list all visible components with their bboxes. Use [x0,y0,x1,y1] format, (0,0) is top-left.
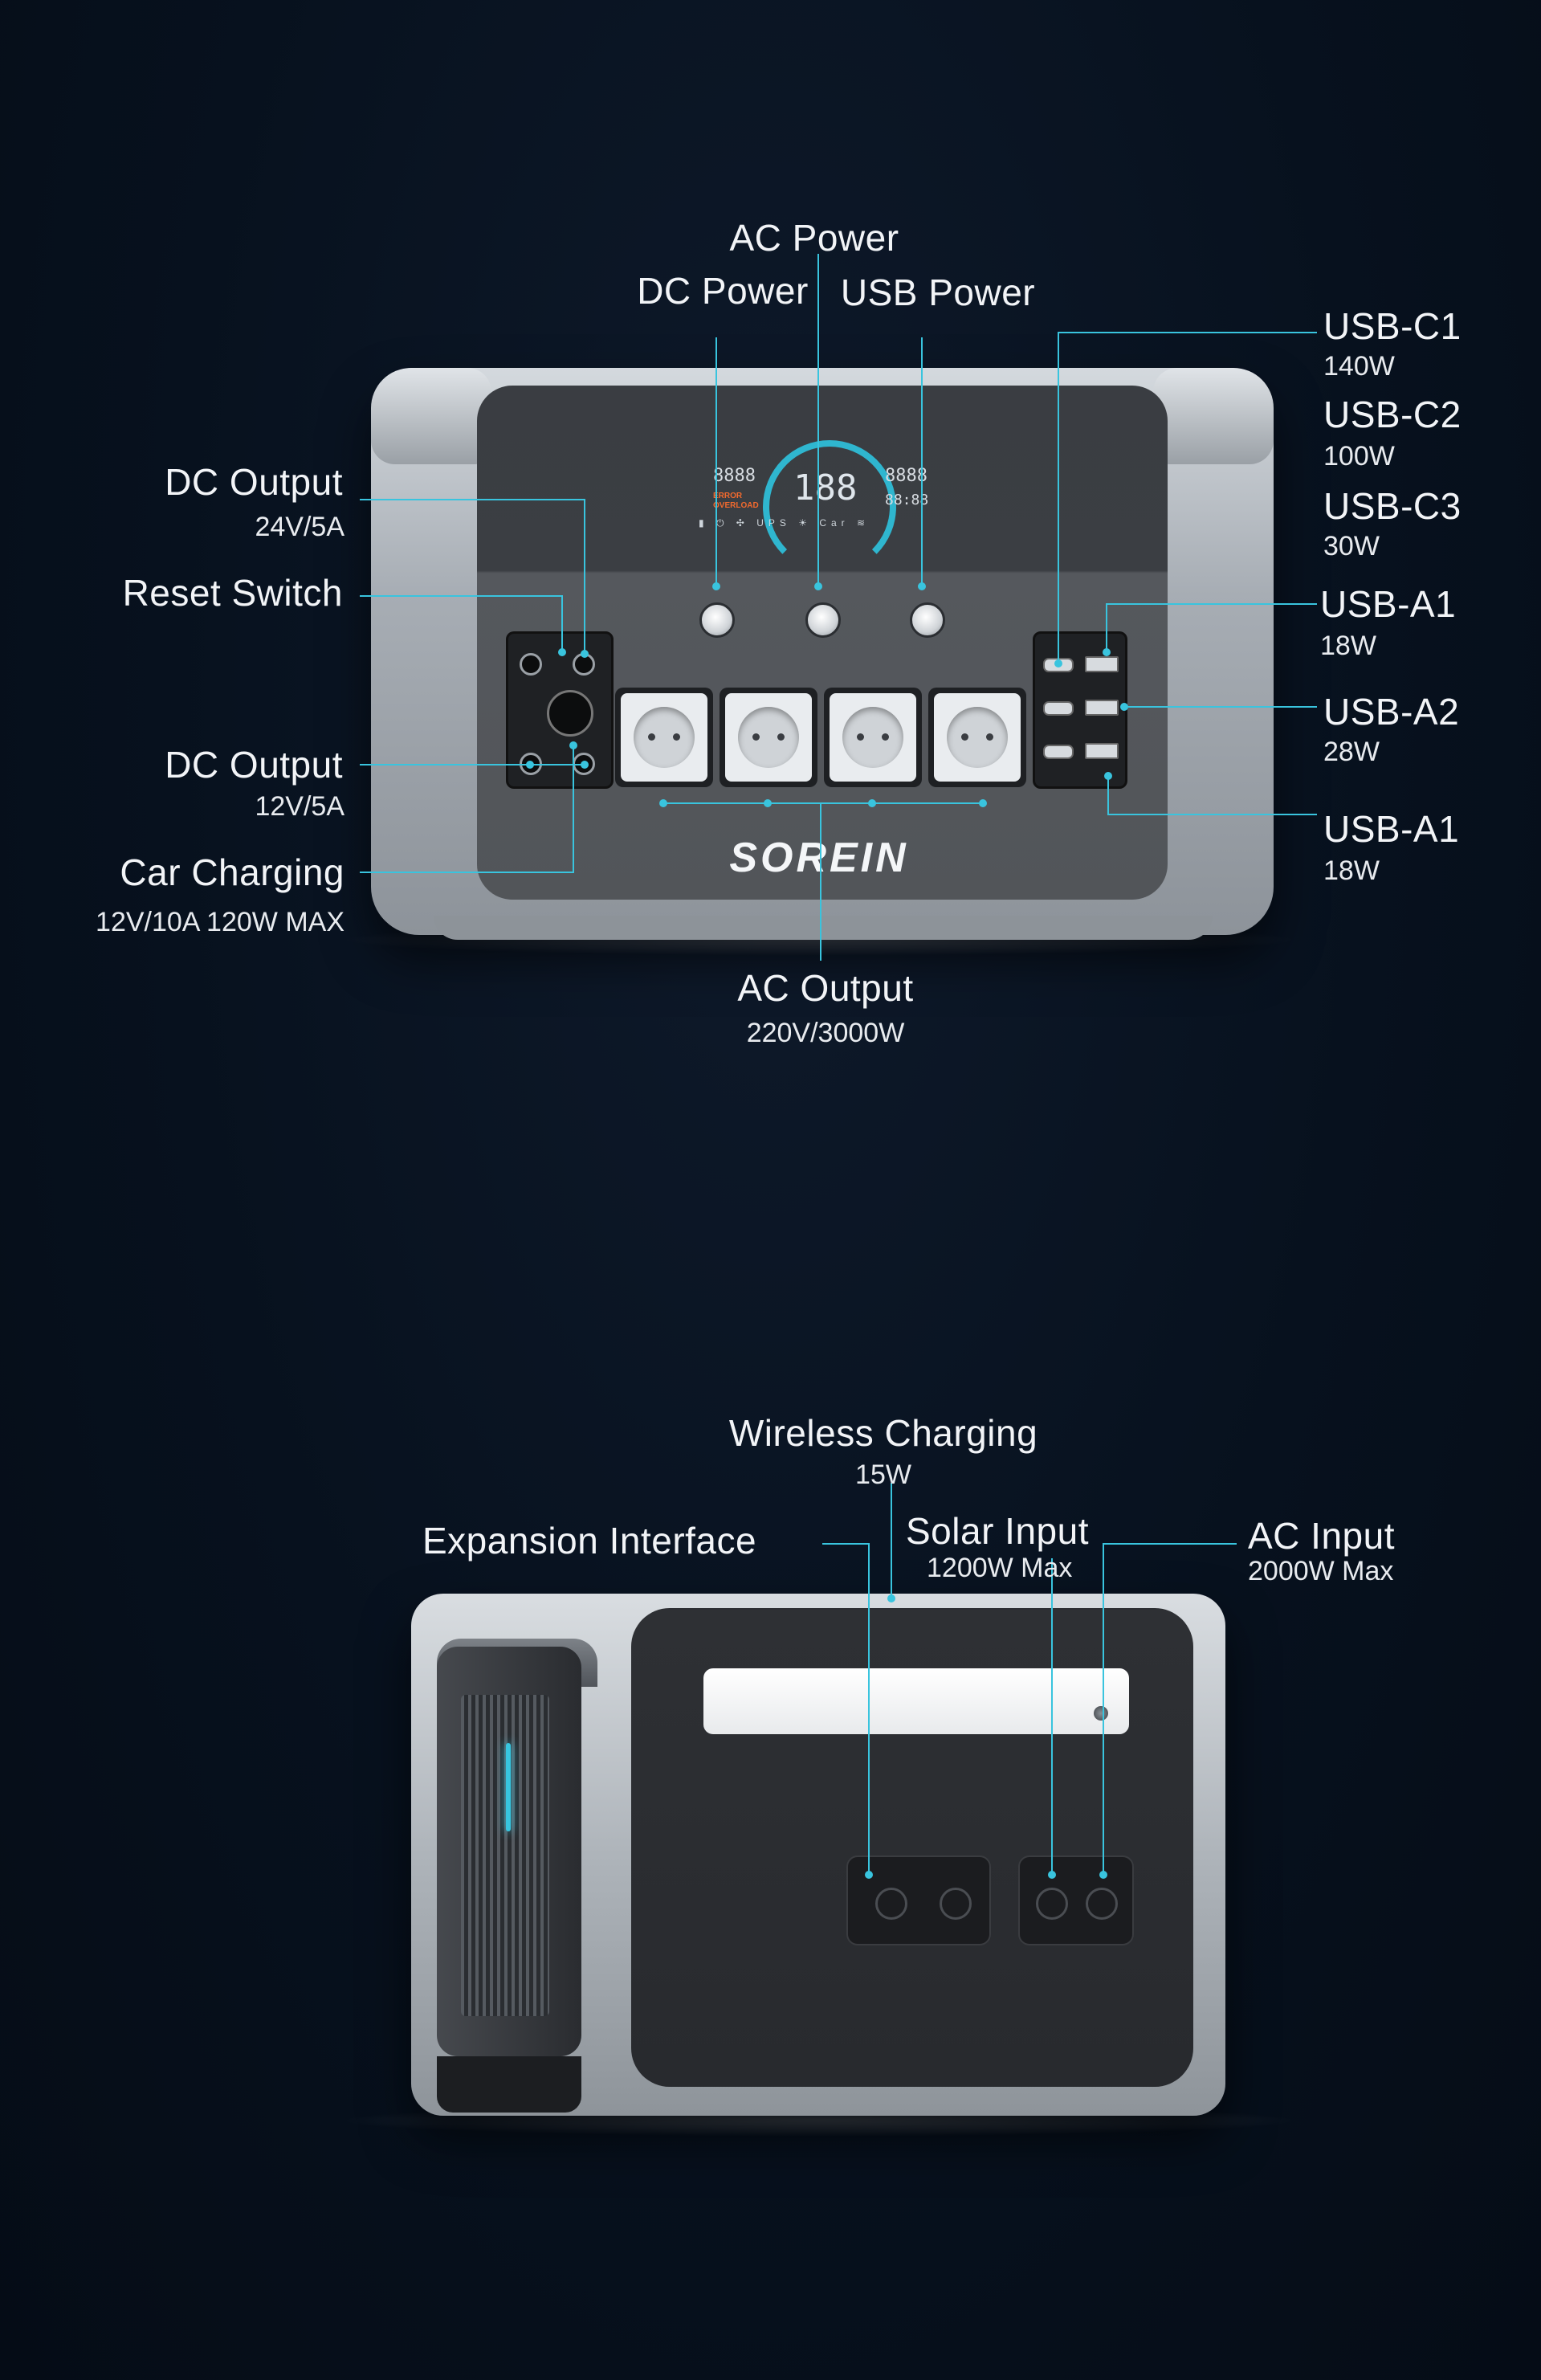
display-gauge-arc [763,440,896,574]
front-handle-left [371,368,491,464]
wireless-indicator [1094,1706,1108,1721]
label-expansion-interface: Expansion Interface [422,1520,757,1561]
spec-ac-input: 2000W Max [1248,1556,1394,1586]
reset-switch[interactable] [520,653,542,676]
label-usb-a2: USB-A2 [1323,691,1460,733]
usb-port-panel [1033,631,1127,789]
car-charging-port[interactable] [547,690,593,737]
display-center-value: 188 [793,467,858,508]
plug-icon: ⏻ [715,517,729,529]
ac-outlet-1[interactable] [615,688,713,787]
display-error-label: ERROR [713,492,743,500]
label-usb-power: USB Power [840,271,1036,313]
display-overload-label: OVERLOAD [713,501,759,510]
spec-dc-output-24v: 24V/5A [255,512,344,542]
display-output-value: 8888 [885,466,927,486]
back-base [437,2056,581,2113]
usb-c2-port[interactable] [1043,701,1074,716]
wireless-icon: ≋ [857,517,870,529]
lcd-display: 188 8888 8888 88:88 ERROR OVERLOAD [707,434,940,574]
sun-icon: ☀ [798,517,812,529]
ac-input-port[interactable] [1086,1888,1118,1920]
dc-output-24v-port[interactable] [573,653,595,676]
vent-grill [461,1695,549,2016]
spec-car-charging: 12V/10A 120W MAX [96,907,344,937]
ups-label: UPS [756,517,791,529]
spec-usb-a1-bottom: 18W [1323,855,1380,886]
fan-icon: ✣ [736,517,749,529]
brand-logo: SOREIN [729,835,909,881]
spec-usb-c2: 100W [1323,441,1395,472]
display-input-value: 8888 [713,466,756,486]
front-foot [434,916,1213,940]
dc-output-12v-port-1[interactable] [520,753,542,775]
label-ac-power: AC Power [729,217,899,259]
label-usb-c1: USB-C1 [1323,305,1462,347]
label-ac-input: AC Input [1248,1515,1395,1557]
usb-a2-port[interactable] [1085,700,1119,716]
usb-a1-top-port[interactable] [1085,656,1119,672]
solar-input-port[interactable] [1036,1888,1068,1920]
label-usb-c3: USB-C3 [1323,485,1462,527]
ac-outlet-4[interactable] [928,688,1026,787]
expansion-port-2[interactable] [940,1888,972,1920]
front-handle-right [1153,368,1274,464]
spec-usb-c3: 30W [1323,531,1380,561]
label-reset-switch: Reset Switch [122,572,343,614]
battery-icon: ▮ [699,517,709,529]
display-remaining-value: 88:88 [885,492,929,508]
spec-ac-output: 220V/3000W [746,1018,905,1048]
label-wireless-charging: Wireless Charging [728,1412,1038,1454]
usb-c1-port[interactable] [1043,658,1074,672]
usb-c3-port[interactable] [1043,745,1074,759]
ac-outlet-2[interactable] [720,688,817,787]
label-solar-input: Solar Input [906,1510,1089,1552]
display-icon-row: ▮ ⏻ ✣ UPS ☀ Car ≋ [699,517,870,529]
expansion-interface-block [846,1855,991,1945]
ac-outlet-3[interactable] [824,688,922,787]
label-usb-a1-top: USB-A1 [1320,583,1457,625]
dc-port-panel [506,631,614,789]
wireless-charging-pad[interactable] [703,1668,1129,1734]
expansion-port-1[interactable] [875,1888,907,1920]
label-usb-a1-bottom: USB-A1 [1323,808,1460,850]
spec-usb-a2: 28W [1323,737,1380,767]
spec-usb-a1-top: 18W [1320,631,1376,661]
label-ac-output: AC Output [737,967,914,1009]
spec-dc-output-12v: 12V/5A [255,791,344,822]
spec-usb-c1: 140W [1323,351,1395,382]
usb-power-button[interactable] [910,602,945,638]
usb-a1-bottom-port[interactable] [1085,743,1119,759]
side-vent-panel [437,1647,581,2056]
label-dc-output-24v: DC Output [165,461,343,503]
label-car-charging: Car Charging [120,851,344,893]
label-dc-output-12v: DC Output [165,744,343,786]
status-led [506,1743,511,1831]
car-label: Car [819,517,850,529]
ac-power-button[interactable] [805,602,841,638]
spec-solar-input: 1200W Max [927,1553,1073,1583]
label-usb-c2: USB-C2 [1323,394,1462,435]
spec-wireless-charging: 15W [855,1459,911,1490]
dc-output-12v-port-2[interactable] [573,753,595,775]
dc-power-button[interactable] [699,602,735,638]
label-dc-power: DC Power [637,270,809,312]
input-port-block [1018,1855,1134,1945]
